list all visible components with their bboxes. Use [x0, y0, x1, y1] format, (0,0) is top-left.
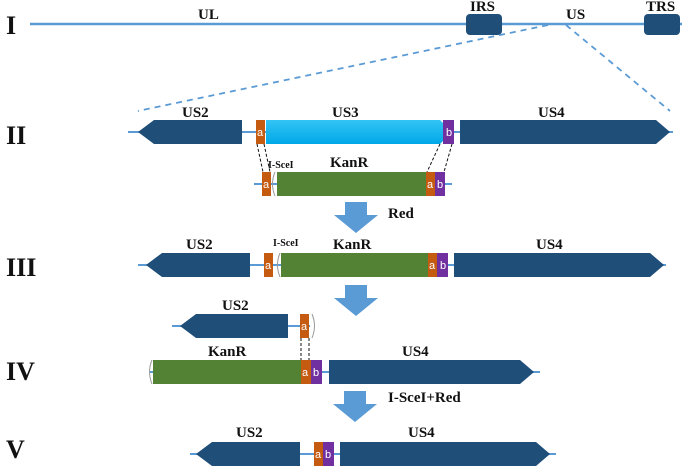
homology-lines: [256, 143, 453, 173]
site-b: [311, 360, 322, 384]
isce-site-mark: [272, 171, 276, 197]
step-arrow-red: Red: [334, 202, 414, 233]
site-b-label: b: [440, 260, 446, 272]
cassette-site-a-label: a: [263, 179, 270, 191]
row-label-4: IV: [6, 357, 35, 386]
kanr-label: KanR: [208, 344, 247, 360]
us4-label: US4: [536, 237, 563, 253]
row-label-2: II: [6, 121, 26, 150]
row-5: V US2 a b US4: [6, 425, 556, 466]
us2-gene: [138, 120, 242, 144]
homology-lines: [300, 338, 310, 360]
down-arrow-icon: [334, 202, 378, 233]
step-isce-red-label: I-SceI+Red: [388, 390, 461, 406]
site-a-label: a: [265, 260, 272, 272]
site-b: [443, 120, 454, 144]
site-a: [264, 253, 273, 277]
cassette-site-a: [262, 172, 271, 196]
us2-label: US2: [236, 425, 263, 441]
us4-gene: [329, 360, 534, 384]
site-b-label: b: [446, 127, 452, 139]
us4-gene: [454, 253, 664, 277]
us4-label: US4: [408, 425, 435, 441]
site-a-label: a: [302, 367, 309, 379]
us3-gene: [266, 120, 452, 144]
site-a-label: a: [257, 127, 264, 139]
us2-gene: [180, 314, 288, 338]
kanr-label: KanR: [330, 155, 369, 171]
kanr-gene: [277, 172, 426, 196]
cassette-site-b: [435, 172, 445, 196]
site-a2-label: a: [429, 260, 436, 272]
cut-end-mark: [311, 313, 315, 339]
irs-label: IRS: [470, 0, 495, 15]
us4-label: US4: [538, 105, 565, 121]
us2-label: US2: [222, 298, 249, 314]
ul-label: UL: [198, 7, 219, 23]
kanr-label: KanR: [333, 237, 372, 253]
row-4: IV US2 a KanR a b US4: [6, 298, 540, 386]
site-b-label: b: [325, 449, 331, 461]
fragment-site-a: [300, 314, 309, 338]
cassette-site-b-label: b: [437, 179, 443, 191]
trs-region: [644, 14, 680, 35]
site-b: [323, 442, 334, 466]
down-arrow-icon: [333, 391, 377, 422]
site-a: [256, 120, 265, 144]
row-label-5: V: [6, 435, 25, 464]
us2-gene: [196, 442, 300, 466]
us4-gene: [460, 120, 670, 144]
kanr-gene: [281, 253, 428, 277]
site-b: [437, 253, 448, 277]
isce-site-mark: [277, 252, 281, 278]
us4-label: US4: [402, 344, 429, 360]
cassette-site-a2-label: a: [427, 179, 434, 191]
row-3: III US2 a I-SceI KanR a b US4: [6, 237, 666, 282]
us4-gene: [340, 442, 550, 466]
row-1: I UL IRS US TRS: [6, 0, 682, 112]
isce-label: I-SceI: [268, 160, 294, 171]
us-label: US: [566, 7, 585, 23]
fragment-site-a-label: a: [301, 321, 308, 333]
row-label-3: III: [6, 253, 36, 282]
row-2: II US2 a US3 b US4 a I-SceI KanR a b: [6, 105, 673, 197]
step-red-label: Red: [388, 206, 414, 222]
us2-label: US2: [182, 105, 209, 121]
irs-region: [466, 14, 502, 35]
us2-gene: [146, 253, 250, 277]
kanr-gene: [153, 360, 301, 384]
site-b-label: b: [313, 367, 319, 379]
site-a: [314, 442, 323, 466]
cut-end-mark: [149, 359, 153, 385]
isce-label: I-SceI: [273, 238, 299, 249]
row-label-1: I: [6, 11, 16, 40]
us2-label: US2: [186, 237, 213, 253]
site-a-label: a: [315, 449, 322, 461]
site-a: [301, 360, 311, 384]
cassette-site-a2: [426, 172, 435, 196]
down-arrow-icon: [334, 285, 378, 316]
step-arrow-isce-red: I-SceI+Red: [333, 390, 461, 422]
step-arrow-2: [334, 285, 378, 316]
trs-label: TRS: [646, 0, 675, 15]
site-a2: [428, 253, 437, 277]
zoom-line-left: [137, 24, 549, 112]
zoom-line-right: [565, 24, 671, 112]
us3-label: US3: [332, 105, 359, 121]
